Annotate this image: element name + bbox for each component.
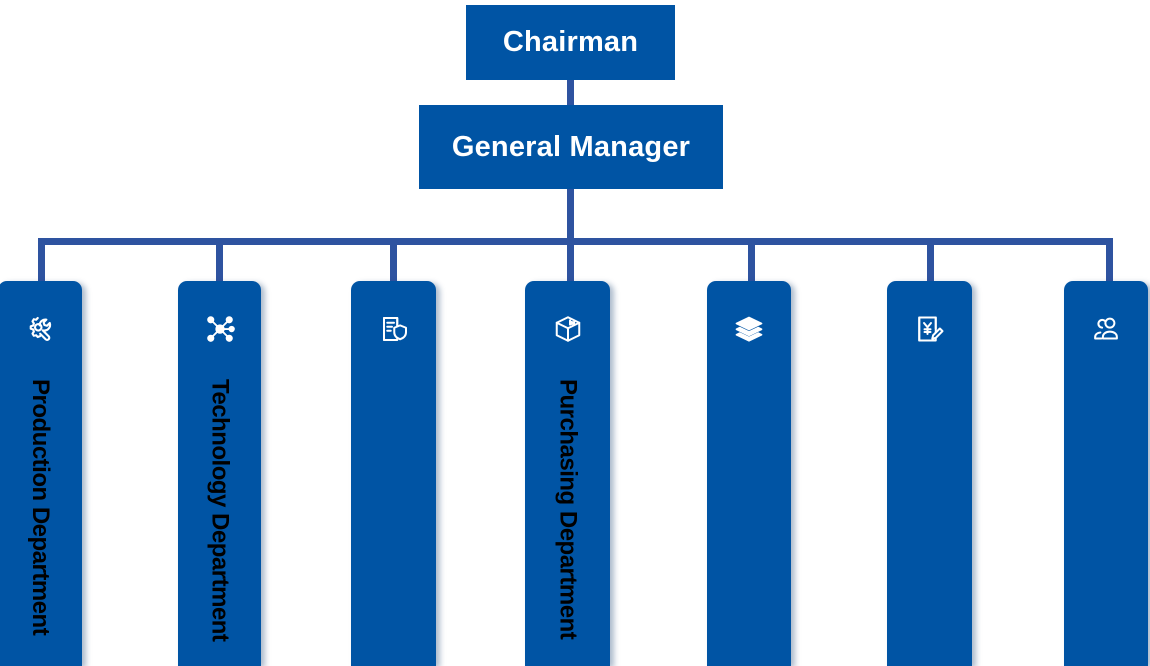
connector-drop-7 (1106, 238, 1113, 284)
department-node-3[interactable] (351, 281, 436, 666)
users-group-icon (1064, 309, 1148, 349)
department-node-5[interactable] (707, 281, 791, 666)
connector-chairman-to-gm (567, 80, 574, 107)
department-node-6[interactable] (887, 281, 972, 666)
package-box-icon (525, 309, 610, 349)
department-label: Purchasing Department (554, 379, 582, 640)
connector-horizontal-bus (38, 238, 1113, 245)
connector-gm-stem (567, 189, 574, 241)
gear-wrench-icon (0, 309, 82, 349)
department-node-technology[interactable]: Technology Department (178, 281, 261, 666)
layers-stack-icon (707, 309, 791, 349)
department-label-wrapper: Production Department (0, 379, 82, 635)
yen-document-pencil-icon (887, 309, 972, 349)
connector-drop-6 (927, 238, 934, 284)
connector-drop-1 (38, 238, 45, 284)
department-node-production[interactable]: Production Department (0, 281, 82, 666)
department-label-wrapper: Purchasing Department (525, 379, 610, 639)
connector-drop-3 (390, 238, 397, 284)
department-label: Production Department (27, 379, 54, 636)
chairman-node[interactable]: Chairman (466, 5, 675, 80)
connector-drop-2 (216, 238, 223, 284)
department-node-7[interactable] (1064, 281, 1148, 666)
connector-drop-5 (748, 238, 755, 284)
department-label-wrapper: Technology Department (178, 379, 261, 641)
document-shield-icon (351, 309, 436, 349)
department-node-purchasing[interactable]: Purchasing Department (525, 281, 610, 666)
department-label: Technology Department (206, 379, 234, 642)
chairman-label: Chairman (502, 26, 639, 58)
general-manager-label: General Manager (451, 130, 691, 163)
molecule-network-icon (178, 309, 261, 349)
connector-drop-4 (567, 238, 574, 284)
general-manager-node[interactable]: General Manager (419, 105, 723, 189)
